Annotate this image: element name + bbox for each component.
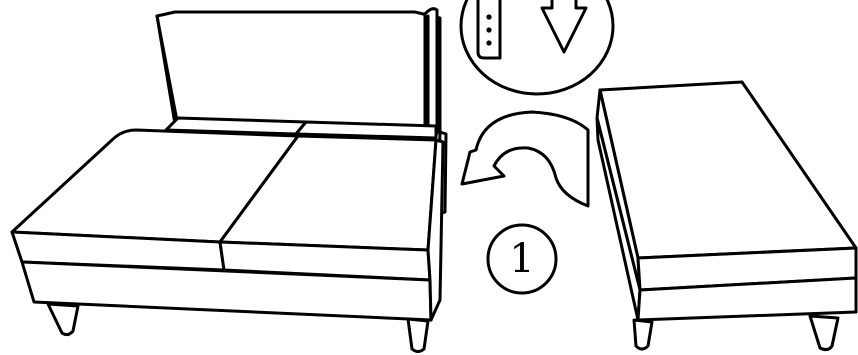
sofa-base [10,7,448,353]
step-number: 1 [486,223,558,295]
step-number-text: 1 [509,236,534,282]
ottoman [595,80,858,352]
sofa-leg-left [46,302,80,337]
sofa-leg-right [406,317,430,353]
down-arrow-icon [540,0,588,54]
backrest-panel [155,10,442,134]
detail-callout [459,0,615,96]
ottoman-top [598,80,858,260]
bracket-detail [476,0,502,60]
ottoman-leg-left [632,318,654,351]
left-cushion [10,128,300,244]
ottoman-base-front [636,276,858,322]
rotate-arrow-icon [460,110,590,208]
ottoman-leg-right [808,314,840,352]
